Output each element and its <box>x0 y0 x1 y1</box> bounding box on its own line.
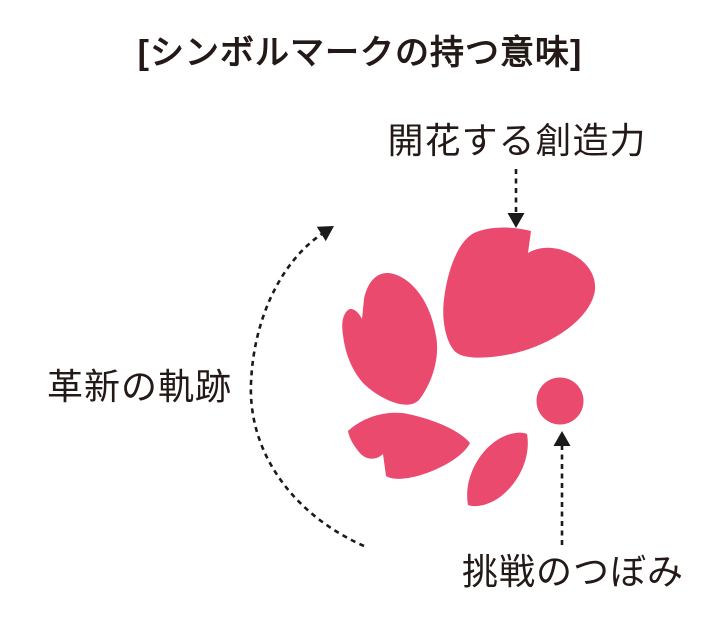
sakura-petal-large-icon <box>443 227 596 358</box>
label-blooming-creativity: 開花する創造力 <box>387 120 647 161</box>
label-challenge-bud: 挑戦のつぼみ <box>461 551 685 592</box>
bud-circle-icon <box>536 377 584 425</box>
arrow-up-dashed-icon <box>553 431 571 545</box>
diagram-title: [シンボルマークの持つ意味] <box>137 34 583 72</box>
arrow-down-dashed-icon <box>507 169 525 228</box>
sakura-petal-lower-center-icon <box>467 432 528 507</box>
sakura-petal-lower-left-icon <box>348 412 470 479</box>
arc-arrow-dashed-icon <box>249 226 365 548</box>
label-innovation-trajectory: 革新の軌跡 <box>47 366 233 407</box>
sakura-petal-left-icon <box>342 272 438 405</box>
